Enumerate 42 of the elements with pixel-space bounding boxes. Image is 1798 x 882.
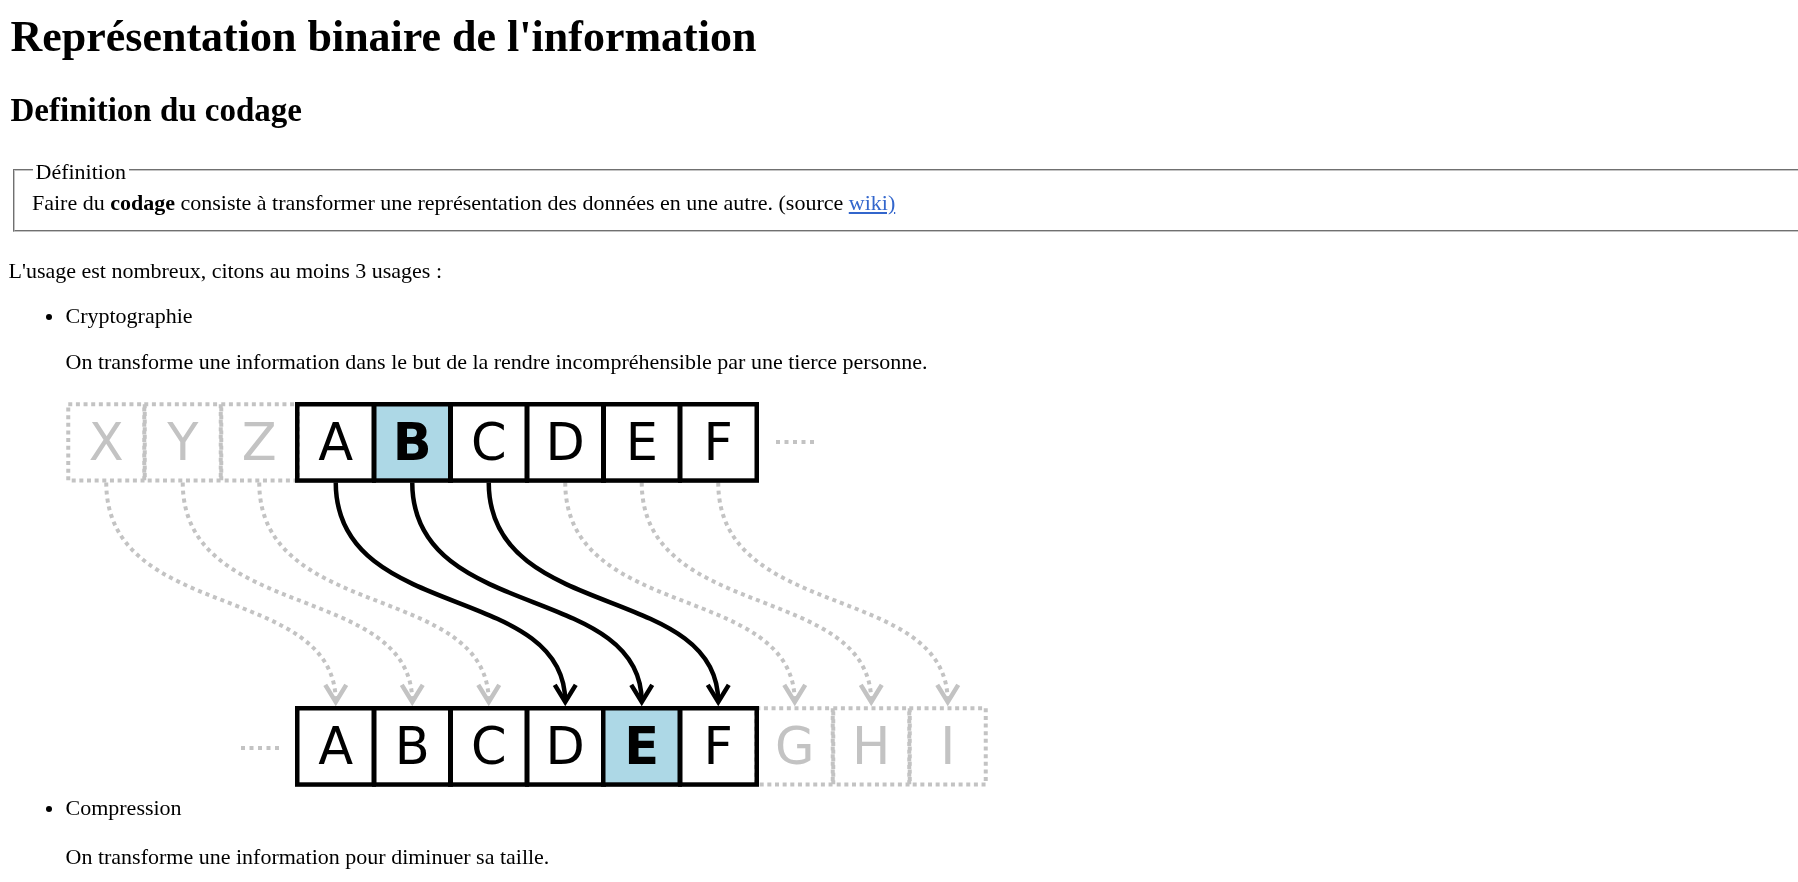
cell-letter: D: [545, 720, 585, 772]
dotted-arrow: [563, 482, 805, 705]
section-heading: Definition du codage: [10, 92, 303, 131]
cell-letter: X: [88, 416, 124, 468]
cell-letter: C: [470, 416, 507, 468]
dotted-arrow: [104, 482, 346, 705]
cell-letter: E: [624, 720, 660, 772]
dotted-arrow: [180, 482, 423, 705]
cell-letter: A: [318, 416, 354, 468]
dotted-arrow: [716, 482, 958, 705]
definition-text: Faire du codage consiste à transformer une représentation des données en une autre. (source wiki): [32, 190, 896, 216]
cell-letter: A: [318, 720, 354, 772]
letter-cell: [677, 705, 759, 787]
list-item-text: Compression: [65, 795, 182, 821]
page-title: Représentation binaire de l'information: [10, 11, 757, 63]
cell-letter: C: [470, 720, 507, 772]
cell-letter: B: [394, 720, 430, 772]
cell-letter: I: [940, 720, 956, 772]
faded-letter-cell: [830, 705, 912, 787]
list-item-text: Cryptographie: [65, 303, 193, 329]
letter-cell: [677, 401, 759, 483]
source-link: wiki): [848, 190, 896, 215]
faded-letter-cell: [907, 705, 989, 787]
cell-letter: F: [703, 720, 733, 772]
cell-letter: F: [703, 416, 733, 468]
paragraph-text: On transforme une information pour diminuer sa taille.: [65, 843, 550, 870]
faded-letter-cell: [142, 401, 224, 483]
paragraph-text: L'usage est nombreux, citons au moins 3 usages :: [8, 257, 442, 283]
cell-letter: E: [625, 416, 658, 468]
curved-arrow: [486, 482, 729, 705]
cell-letter: B: [392, 416, 432, 468]
cell-letter: H: [852, 720, 891, 772]
dotted-arrow: [257, 482, 499, 705]
cell-letter: D: [545, 416, 585, 468]
cell-letter: Y: [167, 416, 199, 468]
dotted-arrow: [639, 482, 882, 705]
faded-letter-cell: [65, 401, 147, 483]
curved-arrow: [410, 482, 652, 705]
cell-letter: Z: [241, 416, 277, 468]
paragraph-text: On transforme une information dans le but de la rendre incompréhensible par une tierce personne.: [65, 349, 928, 375]
cell-letter: G: [775, 720, 815, 772]
curved-arrow: [333, 482, 576, 705]
